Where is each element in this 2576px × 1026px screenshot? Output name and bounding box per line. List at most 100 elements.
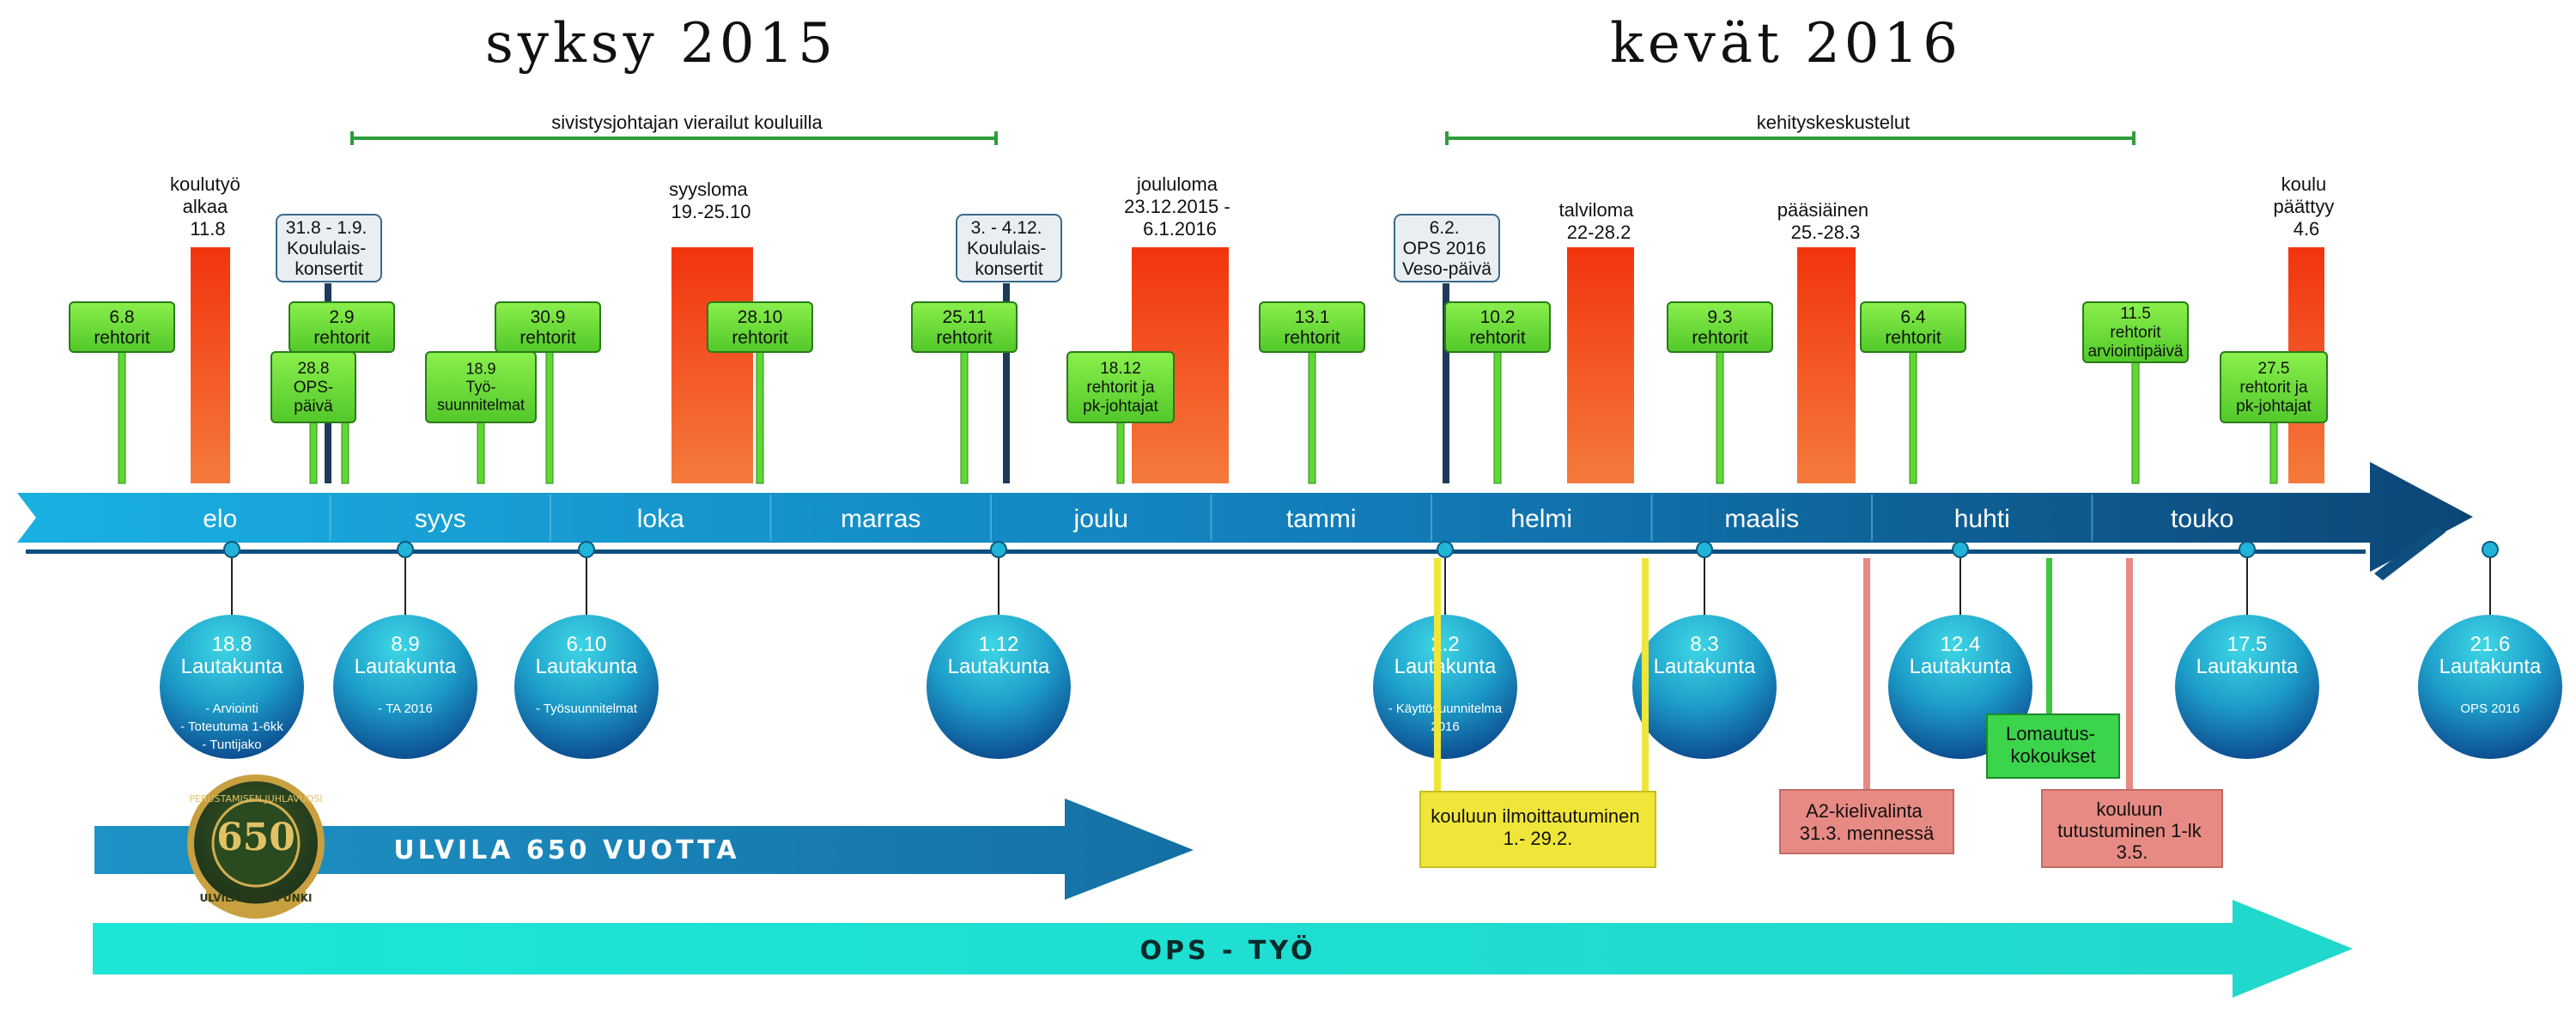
callout-concerts-winter: 3. - 4.12. Koululais- konsertit bbox=[956, 214, 1062, 483]
board-date: 21.6 bbox=[2470, 633, 2511, 656]
month-divider bbox=[1431, 495, 1432, 541]
board-note: - Tuntijako bbox=[202, 738, 261, 752]
logo-city-text: ULVILAN KAUPUNKI bbox=[200, 892, 313, 904]
svg-text:kouluun ilmoittautuminen: kouluun ilmoittautuminen 1.- 29.2. bbox=[1431, 805, 1645, 849]
board-stem bbox=[1959, 549, 1961, 616]
board-anchor-dot bbox=[397, 541, 414, 558]
board-ball bbox=[514, 615, 659, 759]
bar-talviloma bbox=[1567, 247, 1634, 483]
flag-pole bbox=[2131, 361, 2140, 484]
board-title: Lautakunta bbox=[1394, 655, 1497, 678]
board-stem bbox=[2246, 549, 2248, 616]
month-label-tammi: tammi bbox=[1286, 505, 1357, 533]
timeline-break-mark bbox=[2374, 525, 2445, 580]
flag-pole bbox=[309, 422, 318, 484]
flag-pole bbox=[1909, 351, 1917, 484]
svg-text:A2-kielivalinta 31.3. me: A2-kielivalinta 31.3. mennessä bbox=[1800, 800, 1935, 844]
flag-box bbox=[1259, 301, 1365, 353]
board-title: Lautakunta bbox=[355, 655, 457, 678]
month-label-marras: marras bbox=[841, 505, 920, 533]
label-talviloma: talviloma 22-28.2 bbox=[1559, 199, 1639, 243]
month-divider bbox=[1650, 495, 1653, 541]
month-divider bbox=[769, 495, 772, 541]
svg-text:Lomautus- kokoukset: Lomautus- kokoukset bbox=[2006, 723, 2100, 767]
flag-box bbox=[707, 301, 813, 353]
flag-box bbox=[425, 351, 537, 423]
svg-text:31.8 - 1.9. Koululais-: 31.8 - 1.9. Koululais- konsertit bbox=[286, 218, 372, 279]
range-dev-talks-label: kehityskeskustelut bbox=[1757, 112, 1911, 133]
board-title: Lautakunta bbox=[181, 655, 283, 678]
board-date: 1.12 bbox=[979, 633, 1019, 656]
month-label-loka: loka bbox=[637, 505, 684, 533]
note-tutustuminen: kouluun tutustuminen 1-lk 3.5. bbox=[2041, 558, 2223, 868]
board-date: 18.8 bbox=[212, 633, 252, 656]
board-title: Lautakunta bbox=[2439, 655, 2542, 678]
label-joululoma: joululoma 23.12.2015 - 6.1.2016 bbox=[1124, 173, 1236, 240]
label-syysloma: syysloma 19.-25.10 bbox=[669, 179, 753, 222]
semester-fall-title: syksy 2015 bbox=[485, 12, 837, 76]
holiday-labels: koulutyö alkaa 11.8 syysloma 19.-25.10 j… bbox=[170, 173, 2334, 243]
flag-box bbox=[1444, 301, 1551, 353]
board-note: - Arviointi bbox=[205, 701, 258, 716]
flag-pole bbox=[1716, 351, 1724, 484]
month-divider bbox=[550, 495, 551, 541]
flag-box bbox=[911, 301, 1018, 353]
board-stem bbox=[586, 549, 587, 616]
ulvila-arrow bbox=[94, 798, 1194, 900]
range-visits-label: sivistysjohtajan vierailut kouluilla bbox=[551, 112, 823, 133]
bar-paasiainen bbox=[1797, 247, 1856, 483]
board-ball bbox=[2175, 615, 2319, 759]
board-anchor-dot bbox=[578, 541, 595, 558]
semester-headings: syksy 2015 kevät 2016 bbox=[485, 12, 1958, 76]
flag-box bbox=[1066, 351, 1175, 423]
flag-pole bbox=[2269, 422, 2278, 484]
svg-text:6.2. OPS 2016 Veso: 6.2. OPS 2016 Veso-päivä bbox=[1402, 218, 1492, 279]
board-anchor-dot bbox=[223, 541, 240, 558]
board-stem bbox=[404, 549, 406, 616]
flag-pole bbox=[477, 422, 485, 484]
board-title: Lautakunta bbox=[1910, 655, 2012, 678]
board-note: - TA 2016 bbox=[378, 701, 433, 716]
ops-banner-text: OPS - TYÖ bbox=[1139, 934, 1315, 966]
month-divider bbox=[1210, 495, 1212, 541]
board-title: Lautakunta bbox=[1654, 655, 1756, 678]
board-stem bbox=[231, 549, 233, 616]
board-title: Lautakunta bbox=[536, 655, 638, 678]
month-divider bbox=[329, 495, 331, 541]
flag-pole bbox=[1116, 422, 1125, 484]
flag-box bbox=[2082, 301, 2189, 363]
board-anchor-dot bbox=[1437, 541, 1454, 558]
flag-box bbox=[1860, 301, 1966, 353]
month-label-elo: elo bbox=[203, 505, 237, 533]
board-note: - Käyttösuunnitelma bbox=[1388, 701, 1503, 716]
ulvila-650-logo: 650 PERUSTAMISEN JUHLAVUOSI ULVILAN KAUP… bbox=[187, 774, 325, 919]
banner-ulvila-650: ULVILA 650 VUOTTA bbox=[94, 798, 1194, 900]
board-note: - Työsuunnitelmat bbox=[536, 701, 638, 716]
flag-pole bbox=[118, 351, 126, 484]
flag-box bbox=[2220, 351, 2328, 423]
